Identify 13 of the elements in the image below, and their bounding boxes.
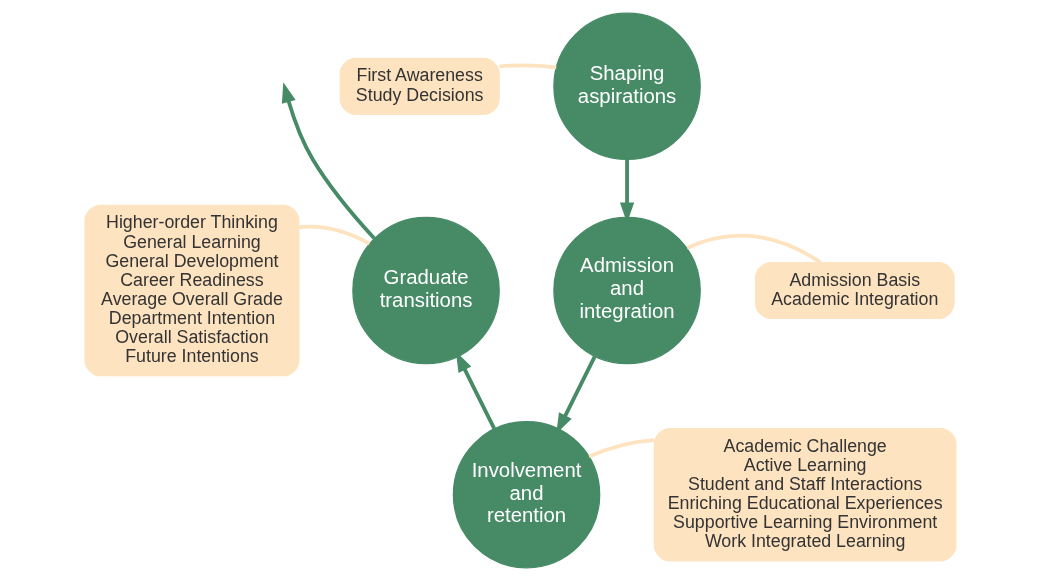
node-box: Higher-order Thinking General Learning General Development Career Readiness Average Overall Grade Department Intention Overall Satisfaction Future Intentions — [83, 204, 299, 377]
connector — [587, 438, 654, 459]
connector — [685, 233, 821, 264]
arrow — [281, 82, 376, 240]
node-box: Academic Challenge Active Learning Student and Staff Interactions Enriching Educational Experiences Supportive Learning Environment Work Integrated Learning — [653, 427, 957, 562]
node-circle: Shaping aspirations — [552, 12, 701, 161]
node-circle: Graduate transitions — [351, 216, 500, 365]
node-circle: Admission and integration — [552, 216, 701, 365]
node-box: Admission Basis Academic Integration — [754, 261, 955, 320]
connector — [298, 224, 370, 246]
connector — [498, 63, 556, 70]
node-circle: Involvement and retention — [452, 420, 600, 569]
node-box: First Awareness Study Decisions — [339, 57, 500, 115]
